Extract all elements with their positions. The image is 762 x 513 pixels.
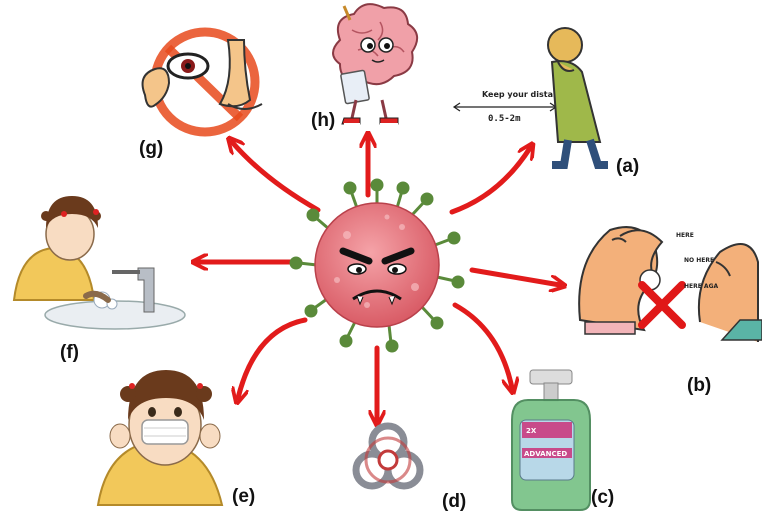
label-d: (d) (442, 491, 467, 512)
label-b: (b) (687, 375, 712, 396)
face-mask-girl-icon (96, 370, 224, 506)
distance-title: Keep your distance (482, 90, 569, 99)
arrow-to-g (232, 142, 321, 213)
arrow-to-b (469, 267, 560, 285)
biohazard-icon (352, 422, 424, 490)
no-touch-face-icon (141, 27, 263, 137)
label-c: (c) (591, 487, 615, 508)
label-e: (e) (232, 486, 256, 507)
cough-speech-3: HERE AGA (684, 283, 718, 290)
label-a: (a) (616, 156, 640, 177)
thinking-brain-icon (332, 3, 419, 125)
arrow-to-e (238, 317, 308, 398)
sanitizer-brand: ADVANCED (524, 450, 567, 458)
distance-person-icon: Keep your distance 0.5-2m (452, 27, 608, 169)
cough-speech-1: HERE (676, 232, 694, 239)
cough-elbow-icon: HERE NO HERE HERE AGA (578, 226, 762, 342)
cough-speech-2: NO HERE (684, 257, 714, 264)
arrow-to-c (452, 302, 512, 388)
label-g: (g) (139, 138, 164, 159)
handwashing-girl-icon (12, 196, 186, 330)
sanitizer-bottle-icon: 2X ADVANCED (511, 369, 591, 511)
sanitizer-badge: 2X (526, 427, 537, 435)
distance-range: 0.5-2m (488, 114, 521, 124)
arrows (198, 138, 560, 420)
label-f: (f) (60, 342, 79, 363)
arrow-to-a (449, 148, 530, 215)
virus-icon (289, 178, 465, 353)
label-h: (h) (311, 110, 336, 131)
